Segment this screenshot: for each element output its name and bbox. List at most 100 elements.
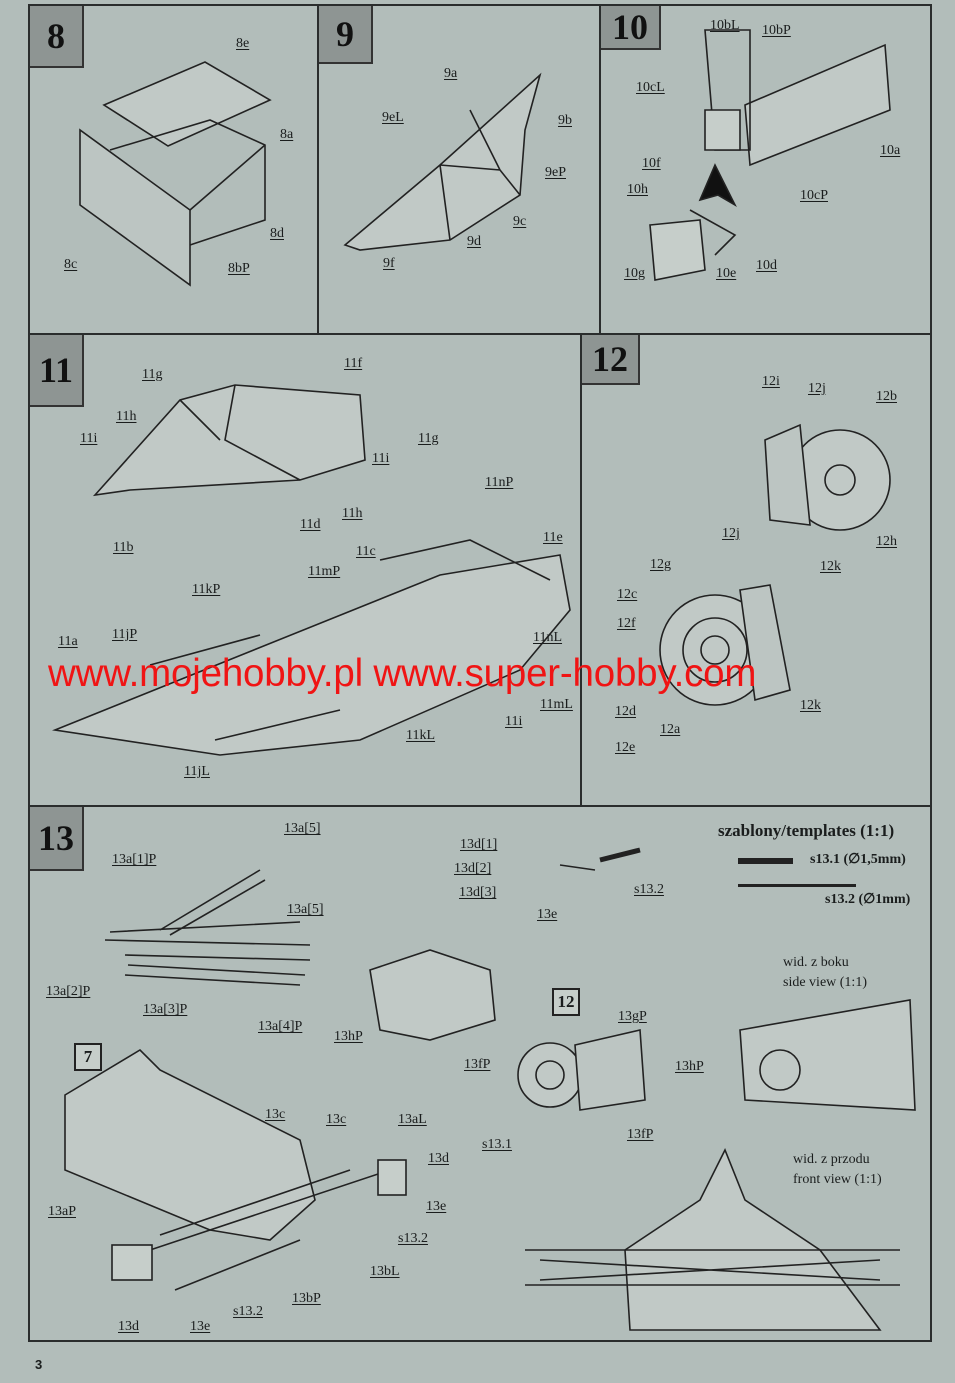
part-label: 11mP xyxy=(308,564,341,579)
divider xyxy=(317,4,319,334)
part-label: 13aL xyxy=(398,1112,427,1127)
front-view-label: front view (1:1) xyxy=(793,1172,882,1187)
part-label: 11g xyxy=(142,367,163,382)
part-label: s13.1 xyxy=(482,1137,512,1152)
part-12-brakes xyxy=(659,423,891,706)
side-view-label: wid. z boku xyxy=(783,955,849,970)
part-label: 10bP xyxy=(762,23,791,38)
part-label: 12a xyxy=(660,722,681,737)
part-11-sidepods xyxy=(51,384,571,756)
part-label: 12d xyxy=(615,704,636,719)
part-label: 12k xyxy=(800,698,821,713)
part-label: s13.2 xyxy=(398,1231,428,1246)
part-label: 13d xyxy=(428,1151,449,1166)
step-8: 8 xyxy=(30,6,84,68)
part-label: 9d xyxy=(467,234,481,249)
templates-title: szablony/templates (1:1) xyxy=(718,821,895,840)
divider xyxy=(930,4,932,1342)
page-number: 3 xyxy=(35,1357,43,1372)
part-label: 11f xyxy=(344,356,363,371)
part-label: 13bP xyxy=(292,1291,321,1306)
divider xyxy=(30,4,930,6)
template-s13-2 xyxy=(738,884,856,887)
part-label: 11h xyxy=(342,506,363,521)
part-label: 13d xyxy=(118,1319,139,1334)
part-label: 11d xyxy=(300,517,321,532)
divider xyxy=(30,805,930,807)
side-view-label: side view (1:1) xyxy=(783,975,867,990)
part-label: 9eL xyxy=(382,110,404,125)
part-label: 12j xyxy=(722,526,740,541)
part-label: 9c xyxy=(513,214,527,229)
part-label: 12k xyxy=(820,559,841,574)
part-label: 12c xyxy=(617,587,638,602)
part-label: 13aP xyxy=(48,1204,76,1219)
part-label: 13fP xyxy=(464,1057,491,1072)
part-label: 8e xyxy=(236,36,250,51)
part-label: 12e xyxy=(615,740,636,755)
part-label: 12b xyxy=(876,389,897,404)
divider xyxy=(28,4,30,1342)
part-label: 13e xyxy=(537,907,558,922)
part-8-box xyxy=(79,61,272,287)
step-10: 10 xyxy=(601,6,661,50)
ref-step-12: 12 xyxy=(552,988,580,1016)
part-13-suspension xyxy=(64,847,916,1331)
part-label: 12g xyxy=(650,557,671,572)
part-label: 8c xyxy=(64,257,78,272)
part-label: 10g xyxy=(624,266,645,281)
divider xyxy=(599,4,601,334)
part-label: 10h xyxy=(627,182,648,197)
part-label: 13hP xyxy=(334,1029,363,1044)
part-label: 13a[1]P xyxy=(112,852,157,867)
template-s13-1-label: s13.1 (∅1,5mm) xyxy=(810,852,906,867)
part-label: 13a[5] xyxy=(284,821,321,836)
step-9: 9 xyxy=(319,6,373,64)
part-label: 10d xyxy=(756,258,777,273)
part-label: 10a xyxy=(880,143,901,158)
part-label: 8a xyxy=(280,127,294,142)
part-label: 11i xyxy=(372,451,390,466)
part-label: 10cP xyxy=(800,188,828,203)
part-label: 11b xyxy=(113,540,134,555)
ref-step-7: 7 xyxy=(74,1043,102,1071)
part-9-nose xyxy=(343,72,542,251)
step-12: 12 xyxy=(582,335,640,385)
part-label: 13a[2]P xyxy=(46,984,91,999)
part-label: 11i xyxy=(505,714,523,729)
part-label: 11kL xyxy=(406,728,436,743)
part-label: 13gP xyxy=(618,1009,647,1024)
part-label: 11jP xyxy=(112,627,138,642)
part-label: 11g xyxy=(418,431,439,446)
part-label: 13d[3] xyxy=(459,885,497,900)
part-label: 13a[5] xyxy=(287,902,324,917)
part-label: 13e xyxy=(426,1199,447,1214)
divider xyxy=(30,333,930,335)
part-label: 12j xyxy=(808,381,826,396)
divider xyxy=(580,333,582,806)
part-label: 13c xyxy=(265,1107,286,1122)
template-s13-1 xyxy=(738,858,793,864)
part-label: 9a xyxy=(444,66,458,81)
part-label: 10cL xyxy=(636,80,665,95)
part-label: 13d[2] xyxy=(454,861,492,876)
part-label: 11i xyxy=(80,431,98,446)
part-label: 9eP xyxy=(545,165,566,180)
part-label: 13c xyxy=(326,1112,347,1127)
part-label: 11kP xyxy=(192,582,221,597)
divider xyxy=(30,1340,930,1342)
part-label: s13.2 xyxy=(634,882,664,897)
part-label: 11e xyxy=(543,530,563,545)
part-label: 11jL xyxy=(184,764,210,779)
part-label: 13hP xyxy=(675,1059,704,1074)
part-label: 11a xyxy=(58,634,78,649)
part-label: 8bP xyxy=(228,261,250,276)
part-label: s13.2 xyxy=(233,1304,263,1319)
part-label: 13fP xyxy=(627,1127,654,1142)
step-11: 11 xyxy=(30,335,84,407)
part-label: 12f xyxy=(617,616,636,631)
part-label: 13a[4]P xyxy=(258,1019,303,1034)
part-label: 12i xyxy=(762,374,780,389)
part-label: 13bL xyxy=(370,1264,400,1279)
